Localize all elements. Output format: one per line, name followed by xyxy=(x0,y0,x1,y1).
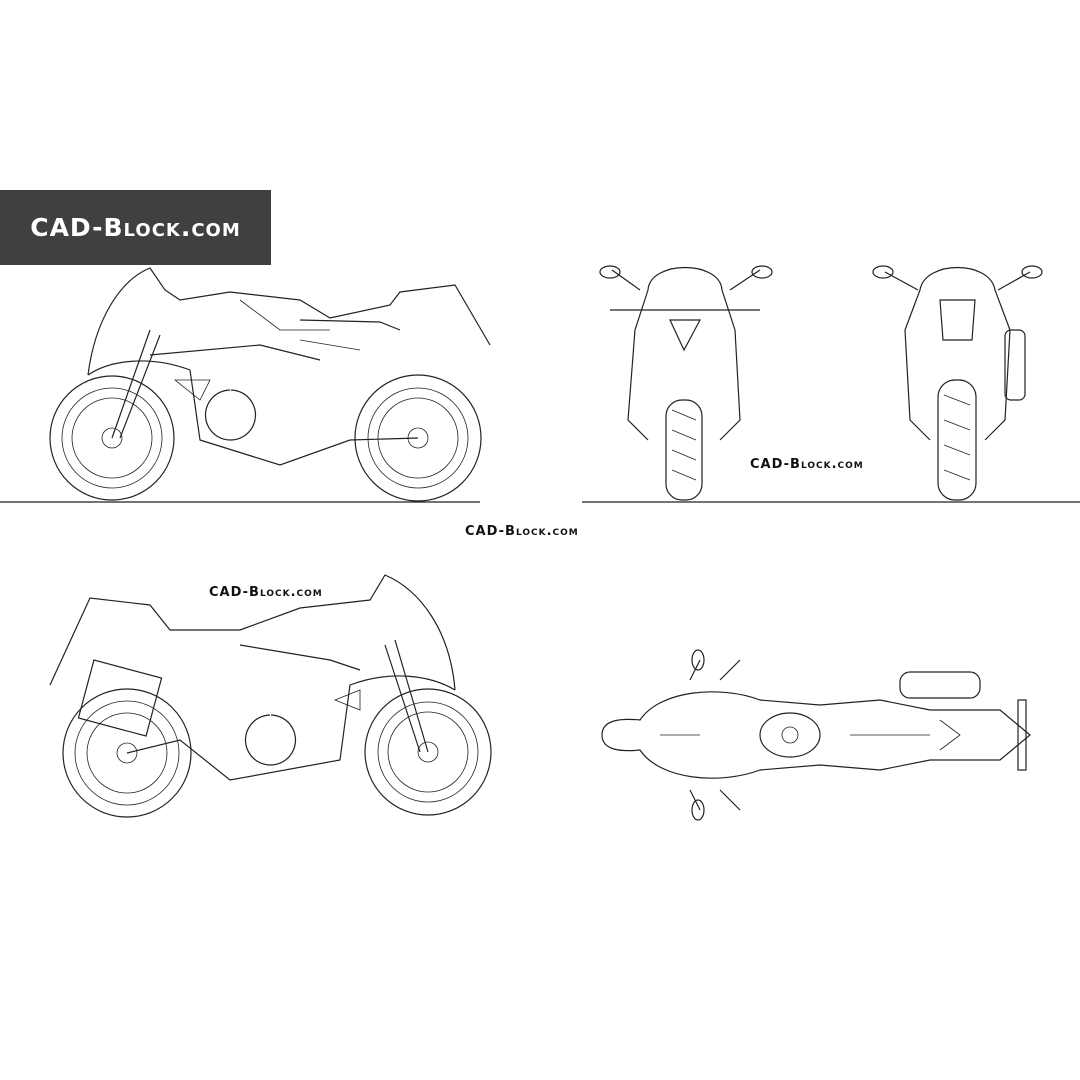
banner-text: CAD-Block.com xyxy=(30,213,241,242)
front-view xyxy=(599,265,773,501)
rear-view xyxy=(872,265,1043,501)
watermark: CAD-Block.com xyxy=(209,585,323,600)
side-view-right xyxy=(49,574,492,818)
watermark: CAD-Block.com xyxy=(465,524,579,539)
watermark: CAD-Block.com xyxy=(750,457,864,472)
site-banner: CAD-Block.com xyxy=(0,190,271,265)
top-view xyxy=(601,649,1031,821)
side-view-left xyxy=(49,267,491,502)
